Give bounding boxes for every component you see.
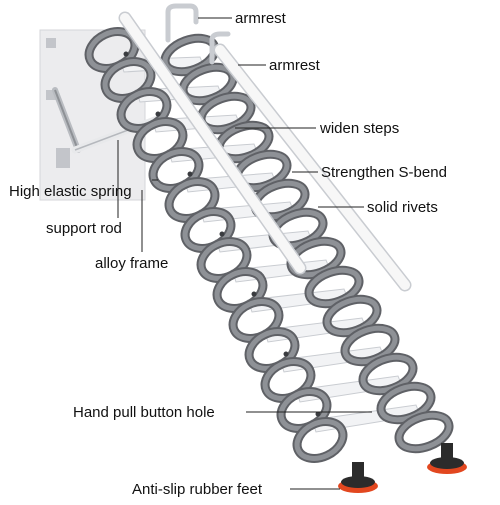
label-alloy-frame: alloy frame bbox=[95, 255, 169, 272]
rivet bbox=[219, 231, 225, 237]
label-armrest-lower: armrest bbox=[269, 57, 320, 74]
label-strengthen-s-bend: Strengthen S-bend bbox=[321, 164, 447, 181]
handrail-left bbox=[118, 3, 307, 275]
rivet bbox=[187, 171, 193, 177]
label-armrest-upper: armrest bbox=[235, 10, 286, 27]
label-hand-pull-button-hole: Hand pull button hole bbox=[73, 404, 215, 421]
scissor-links-front bbox=[84, 27, 348, 463]
label-support-rod: support rod bbox=[46, 220, 122, 237]
rubber-foot-left bbox=[338, 462, 378, 493]
label-widen-steps: widen steps bbox=[320, 120, 400, 137]
label-solid-rivets: solid rivets bbox=[367, 199, 438, 216]
rivet bbox=[123, 51, 129, 57]
rivet bbox=[251, 291, 257, 297]
label-anti-slip-rubber-feet: Anti-slip rubber feet bbox=[132, 481, 263, 498]
spring-cylinder bbox=[52, 87, 81, 153]
scissor-link-front-highlight bbox=[294, 419, 346, 461]
rivet bbox=[155, 111, 161, 117]
scissor-link-rear-highlight bbox=[396, 412, 452, 452]
leader-lines bbox=[117, 17, 372, 490]
label-high-elastic-spring: High elastic spring bbox=[9, 183, 132, 200]
handrail-right bbox=[209, 31, 412, 292]
rivet bbox=[315, 411, 321, 417]
rubber-foot-right bbox=[427, 443, 467, 474]
rivet bbox=[283, 351, 289, 357]
